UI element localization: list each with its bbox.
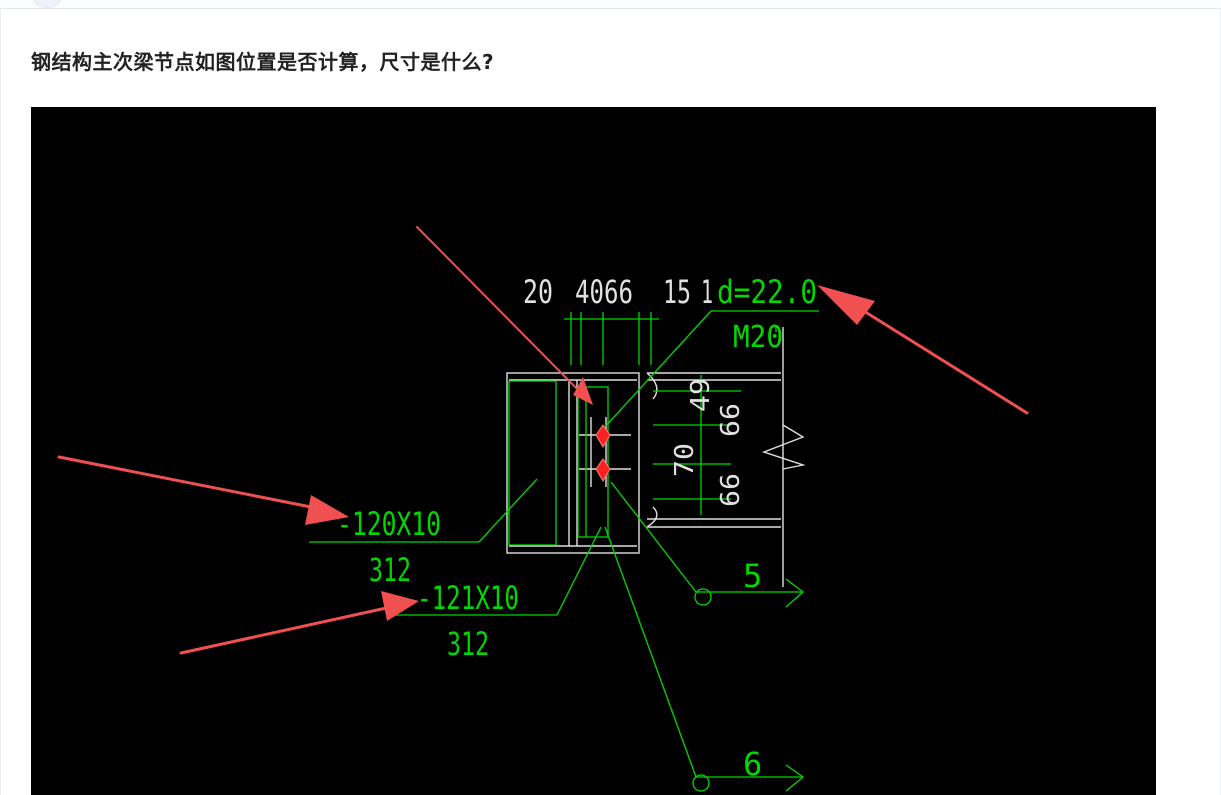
- plate-1-size: -120X10: [337, 505, 441, 543]
- dim-1: 1: [701, 273, 713, 311]
- arrow-to-plate-1-head: [305, 495, 349, 525]
- steel-member-outline: [506, 327, 806, 587]
- hole-diameter-label: d=22.0: [717, 273, 817, 311]
- plate-2-size: -121X10: [417, 579, 519, 617]
- bolt-spec-label: M20: [733, 320, 783, 355]
- cad-drawing-image[interactable]: 20 4066 15 1 d=22.0 M20 49 66 70 66 -120…: [31, 107, 1156, 795]
- dim-20: 20: [523, 273, 553, 311]
- arrow-to-plate-1: [57, 455, 323, 511]
- dim-70: 70: [670, 443, 700, 477]
- dim-15: 15: [663, 273, 691, 311]
- annotation-arrows: [57, 226, 1029, 655]
- arrow-to-plate-2-head: [381, 591, 419, 621]
- question-title: 钢结构主次梁节点如图位置是否计算，尺寸是什么?: [31, 50, 495, 74]
- avatar[interactable]: [32, 0, 62, 8]
- dim-4066: 4066: [575, 273, 633, 311]
- cad-drawing-canvas: 20 4066 15 1 d=22.0 M20 49 66 70 66 -120…: [57, 226, 1029, 792]
- dim-66-lower: 66: [716, 473, 746, 507]
- plate-1-length: 312: [369, 551, 411, 589]
- section-mark-5: 5: [743, 557, 762, 595]
- arrow-to-hole-note: [849, 301, 1029, 415]
- arrow-to-bolt-head: [573, 377, 593, 405]
- arrow-to-bolt: [416, 226, 592, 404]
- section-mark-6: 6: [743, 745, 762, 783]
- dim-66-upper: 66: [716, 403, 746, 437]
- bolt-markers: [595, 424, 611, 482]
- top-bar: [0, 0, 1221, 9]
- dim-49: 49: [686, 378, 716, 412]
- green-detail-lines: [309, 310, 819, 792]
- arrow-to-plate-2: [179, 605, 393, 655]
- plate-2-length: 312: [447, 625, 489, 663]
- arrow-to-hole-note-head: [817, 285, 875, 325]
